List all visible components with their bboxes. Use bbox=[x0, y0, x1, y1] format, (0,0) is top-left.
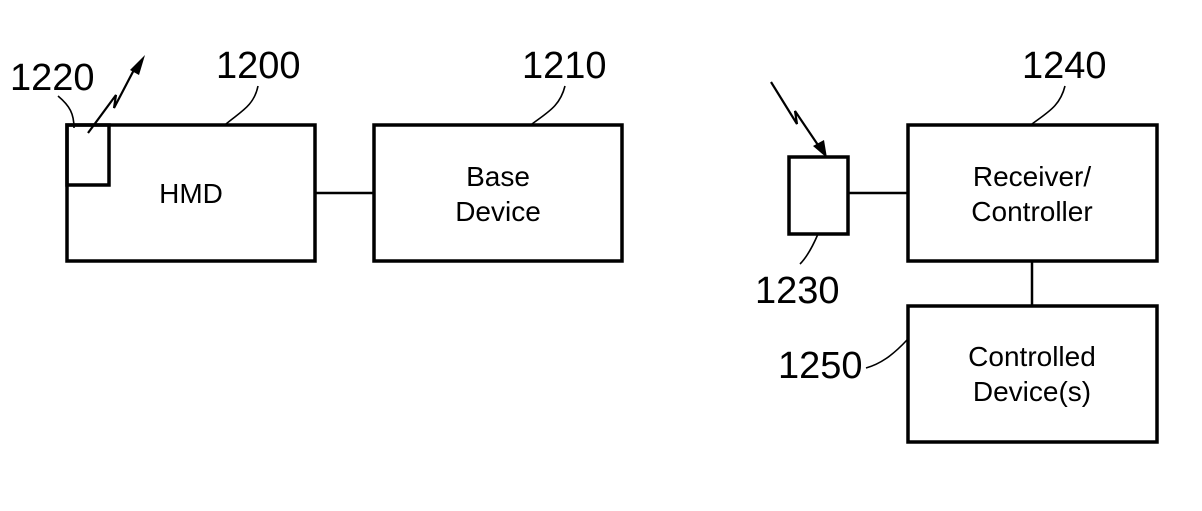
leader-1220 bbox=[57, 95, 75, 129]
base-device-box bbox=[372, 123, 624, 263]
leader-1240 bbox=[1031, 85, 1066, 125]
hmd-antenna-box bbox=[65, 123, 111, 187]
leader-1230 bbox=[799, 233, 819, 265]
receive-arrowhead bbox=[813, 140, 827, 158]
transmit-arrowhead bbox=[130, 55, 145, 75]
receive-signal-bolt bbox=[770, 81, 821, 149]
receiver-antenna-box bbox=[787, 155, 850, 236]
receiver-controller-label-line1: Receiver/ bbox=[973, 161, 1091, 192]
ref-1250: 1250 bbox=[778, 345, 863, 387]
hmd-label: HMD bbox=[159, 178, 223, 209]
ref-1220: 1220 bbox=[10, 57, 95, 99]
leader-1210 bbox=[531, 85, 566, 125]
ref-1200: 1200 bbox=[216, 45, 301, 87]
ref-1210: 1210 bbox=[522, 45, 607, 87]
receiver-controller-box bbox=[906, 123, 1159, 263]
ref-1230: 1230 bbox=[755, 270, 840, 312]
transmit-signal-bolt bbox=[87, 65, 137, 134]
leader-1250 bbox=[865, 339, 908, 369]
ref-1240: 1240 bbox=[1022, 45, 1107, 87]
controlled-devices-box bbox=[906, 304, 1159, 444]
base-device-label-line1: Base bbox=[466, 161, 530, 192]
controlled-devices-label-line1: Controlled bbox=[968, 341, 1096, 372]
leader-1200 bbox=[225, 85, 259, 125]
controlled-devices-label-line2: Device(s) bbox=[973, 376, 1091, 407]
receiver-controller-label-line2: Controller bbox=[971, 196, 1092, 227]
base-device-label-line2: Device bbox=[455, 196, 541, 227]
